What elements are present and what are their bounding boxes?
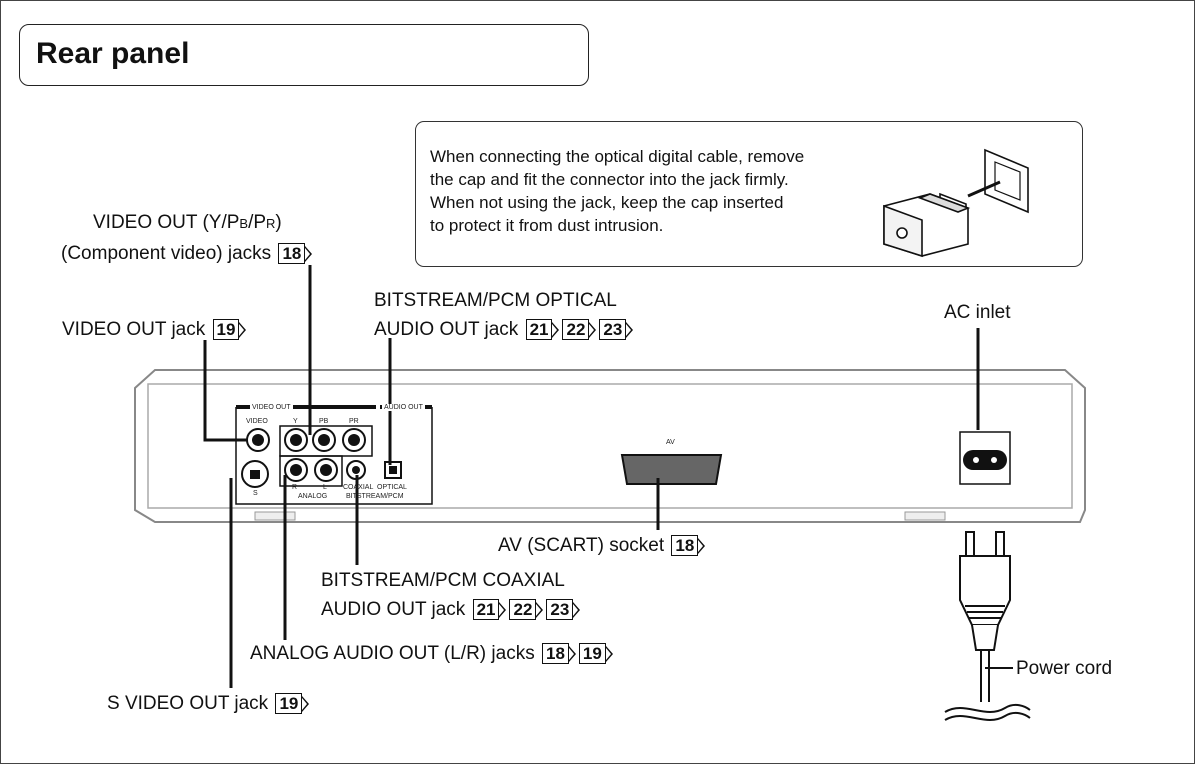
- page-ref: 23: [546, 599, 581, 620]
- analog-r-jack: [284, 458, 308, 482]
- panel-print-coaxial: COAXIAL: [343, 484, 374, 491]
- panel-print-av: AV: [666, 439, 675, 446]
- note-line-2: the cap and fit the connector into the j…: [430, 170, 789, 189]
- section-title: Rear panel: [36, 37, 190, 70]
- power-cord: [944, 531, 1031, 721]
- leader-lines: [203, 265, 1013, 688]
- optical-cable-note: When connecting the optical digital cabl…: [415, 121, 1083, 267]
- component-pb-jack: [312, 428, 336, 452]
- optical-connector-illustration: [883, 148, 1029, 258]
- label-component-line2: (Component video) jacks 18: [61, 243, 313, 265]
- panel-print-optical: OPTICAL: [377, 484, 407, 491]
- panel-print-s: S: [253, 490, 258, 497]
- label-ac-inlet: AC inlet: [944, 302, 1011, 323]
- panel-print-audio-out: AUDIO OUT: [382, 404, 425, 411]
- page-ref: 19: [275, 693, 310, 714]
- page-ref: 23: [599, 319, 634, 340]
- label-av-scart: AV (SCART) socket 18: [498, 535, 706, 557]
- scart-socket: [620, 454, 723, 485]
- label-component-line1: VIDEO OUT (Y/PB/PR): [93, 212, 282, 233]
- label-power-cord: Power cord: [1016, 658, 1113, 679]
- page-ref: 18: [541, 643, 576, 664]
- panel-print-analog: ANALOG: [298, 493, 328, 500]
- panel-print-l: L: [323, 484, 327, 491]
- component-y-jack: [284, 428, 308, 452]
- ac-inlet-socket: [959, 431, 1011, 485]
- player-body: [134, 369, 1086, 523]
- note-line-4: to protect it from dust intrusion.: [430, 216, 664, 235]
- page-ref: 21: [472, 599, 507, 620]
- optical-jack: [384, 461, 402, 479]
- analog-l-jack: [314, 458, 338, 482]
- label-optical-line1: BITSTREAM/PCM OPTICAL: [374, 290, 617, 311]
- page-ref: 18: [278, 243, 313, 264]
- label-s-video: S VIDEO OUT jack 19: [107, 693, 310, 715]
- page-ref: 18: [671, 535, 706, 556]
- s-video-jack: [241, 460, 269, 488]
- panel-print-bitstream: BITSTREAM/PCM: [346, 493, 404, 500]
- page-ref: 19: [578, 643, 613, 664]
- label-video-out: VIDEO OUT jack 19: [62, 319, 247, 341]
- section-title-box: Rear panel: [19, 24, 589, 86]
- panel-print-pb: PB: [319, 418, 329, 425]
- label-coaxial-line1: BITSTREAM/PCM COAXIAL: [321, 570, 565, 591]
- panel-print-video: VIDEO: [246, 418, 268, 425]
- video-out-jack: [246, 428, 270, 452]
- note-line-3: When not using the jack, keep the cap in…: [430, 193, 784, 212]
- page-ref: 21: [525, 319, 560, 340]
- panel-print-r: R: [292, 484, 298, 491]
- page-ref: 22: [562, 319, 597, 340]
- component-pr-jack: [342, 428, 366, 452]
- panel-print-video-out: VIDEO OUT: [250, 404, 293, 411]
- panel-print-y: Y: [293, 418, 298, 425]
- page-ref: 19: [212, 319, 247, 340]
- note-line-1: When connecting the optical digital cabl…: [430, 147, 805, 166]
- page-ref: 22: [509, 599, 544, 620]
- panel-print-pr: PR: [349, 418, 359, 425]
